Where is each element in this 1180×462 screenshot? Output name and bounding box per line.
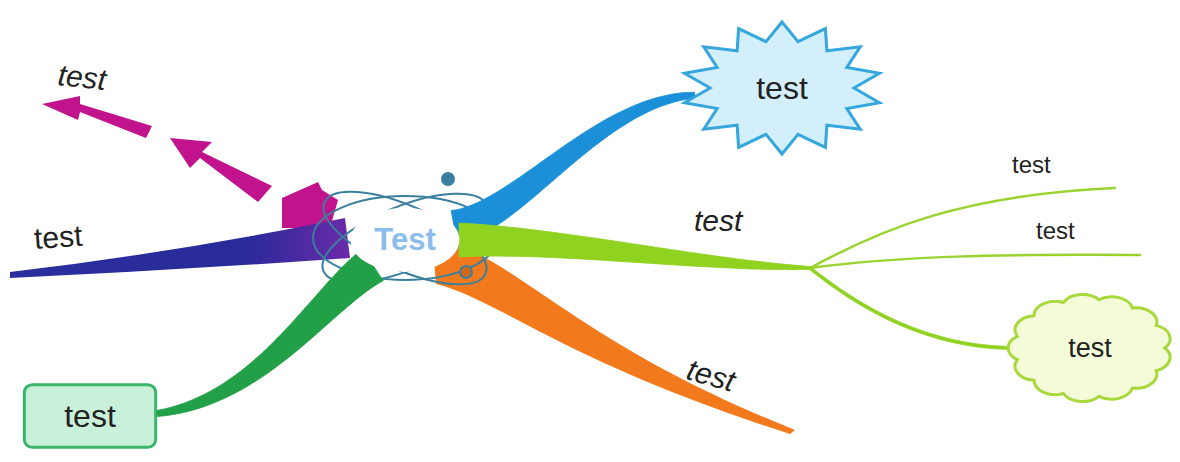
branch-segment — [809, 267, 1015, 350]
node-text: test — [64, 398, 116, 435]
branch-label: test — [694, 204, 742, 237]
rounded-box-node: test — [23, 384, 157, 448]
cloud-node: test — [1005, 290, 1175, 406]
node-text: test — [1068, 333, 1112, 364]
branch-connector — [157, 249, 384, 417]
magenta-arrows — [42, 96, 338, 228]
blue-branch — [10, 218, 350, 278]
branch-connector — [459, 223, 1015, 350]
branch-segment — [459, 223, 810, 270]
sub-branch-label: test — [1036, 218, 1075, 244]
node-text: Test — [374, 222, 435, 258]
sub-branch-label: test — [1012, 152, 1051, 178]
sub-branches — [810, 188, 1140, 268]
node-text: test — [756, 70, 808, 107]
branch-label: test — [56, 58, 108, 96]
branch-segment — [451, 92, 695, 244]
branch-segment — [157, 249, 384, 417]
branch-connector — [451, 92, 695, 244]
central-topic: Test — [351, 209, 459, 271]
starburst-node: test — [682, 22, 882, 154]
branch-label: test — [33, 219, 84, 255]
